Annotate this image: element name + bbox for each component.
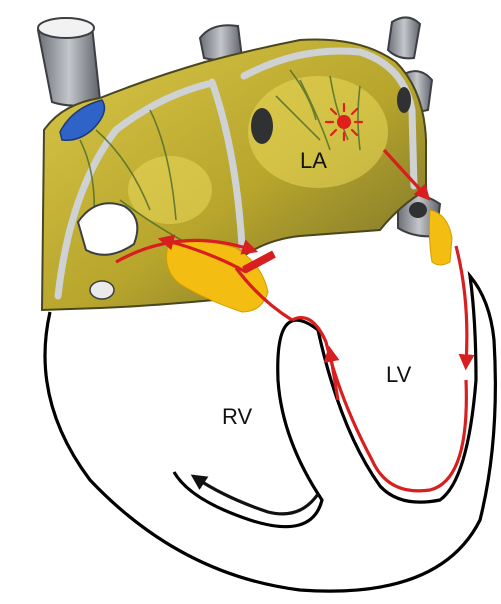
- rv-reentry-arrow: [196, 478, 318, 514]
- lv-descending-arrow: [456, 246, 467, 364]
- label-right-ventricle: RV: [222, 404, 252, 429]
- vena-cava-opening: [38, 18, 94, 38]
- sun-burst-icon: [326, 104, 362, 140]
- lv-return-path: [292, 318, 466, 491]
- label-left-ventricle: LV: [386, 362, 412, 387]
- left-conduction-node: [429, 210, 452, 265]
- label-left-atrium: LA: [300, 148, 327, 173]
- pulmonary-vein-right: [388, 17, 420, 58]
- ventricle-outline: [45, 276, 495, 591]
